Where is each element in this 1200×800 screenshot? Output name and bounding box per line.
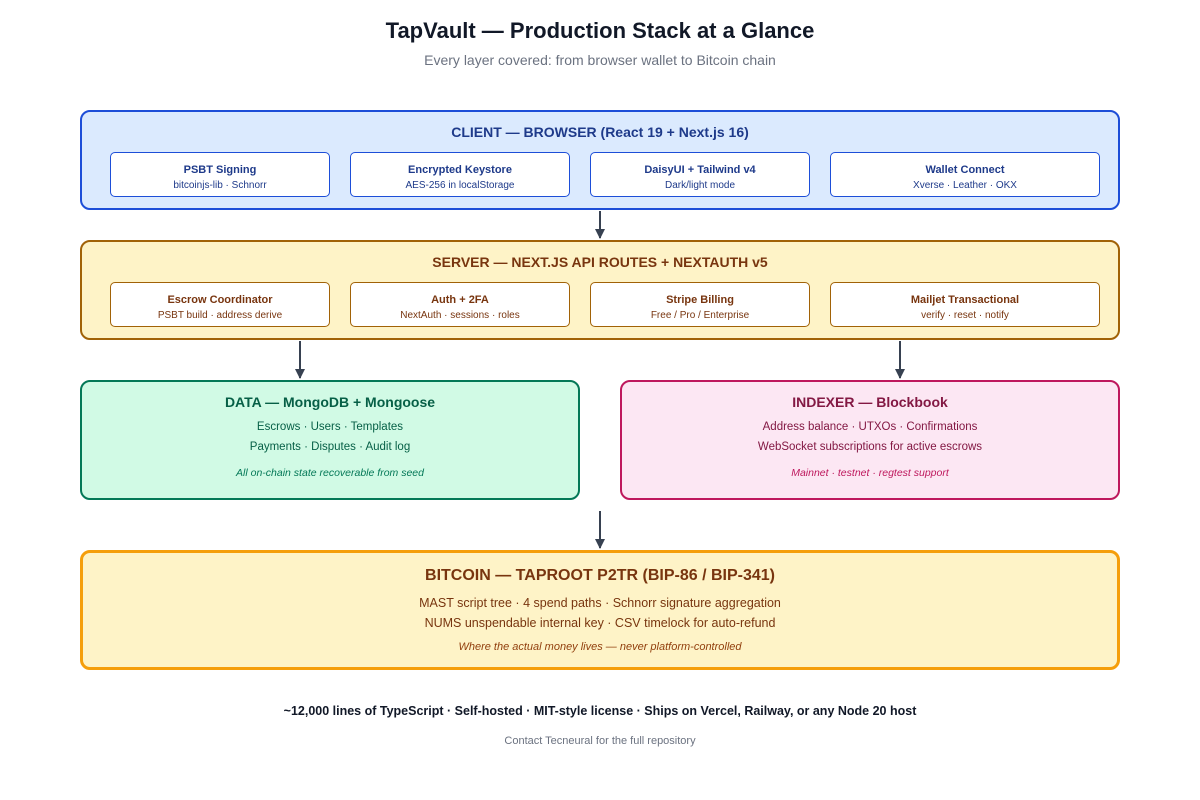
bitcoin-line: NUMS unspendable internal key · CSV time… bbox=[424, 616, 776, 630]
card-subtitle: verify · reset · notify bbox=[921, 310, 1009, 321]
card-subtitle: Xverse · Leather · OKX bbox=[913, 180, 1017, 191]
data-layer-panel: DATA — MongoDB + Mongoose Escrows · User… bbox=[80, 380, 580, 500]
card-title: Escrow Coordinator bbox=[167, 294, 273, 306]
server-card-mailjet: Mailjet Transactional verify · reset · n… bbox=[830, 282, 1100, 327]
card-subtitle: NextAuth · sessions · roles bbox=[400, 310, 520, 321]
page-subtitle: Every layer covered: from browser wallet… bbox=[424, 52, 776, 68]
server-card-escrow-coordinator: Escrow Coordinator PSBT build · address … bbox=[110, 282, 330, 327]
card-subtitle: AES-256 in localStorage bbox=[405, 180, 515, 191]
page-title: TapVault — Production Stack at a Glance bbox=[385, 18, 815, 43]
data-layer-title: DATA — MongoDB + Mongoose bbox=[224, 394, 436, 410]
client-card-encrypted-keystore: Encrypted Keystore AES-256 in localStora… bbox=[350, 152, 570, 197]
data-line: Escrows · Users · Templates bbox=[256, 421, 404, 433]
server-layer-title: SERVER — NEXT.JS API ROUTES + NEXTAUTH v… bbox=[432, 254, 768, 270]
card-subtitle: Dark/light mode bbox=[664, 180, 736, 191]
card-subtitle: Free / Pro / Enterprise bbox=[650, 310, 750, 321]
server-layer-panel: SERVER — NEXT.JS API ROUTES + NEXTAUTH v… bbox=[80, 240, 1120, 340]
card-title: Wallet Connect bbox=[925, 164, 1005, 176]
card-title: Mailjet Transactional bbox=[910, 294, 1020, 306]
client-card-wallet-connect: Wallet Connect Xverse · Leather · OKX bbox=[830, 152, 1100, 197]
card-title: DaisyUI + Tailwind v4 bbox=[644, 164, 756, 176]
bitcoin-note: Where the actual money lives — never pla… bbox=[458, 641, 742, 653]
card-title: Stripe Billing bbox=[666, 294, 734, 306]
bitcoin-layer-panel: BITCOIN — TAPROOT P2TR (BIP-86 / BIP-341… bbox=[80, 550, 1120, 670]
server-card-auth-2fa: Auth + 2FA NextAuth · sessions · roles bbox=[350, 282, 570, 327]
server-card-stripe-billing: Stripe Billing Free / Pro / Enterprise bbox=[590, 282, 810, 327]
indexer-layer-panel: INDEXER — Blockbook Address balance · UT… bbox=[620, 380, 1120, 500]
card-title: Encrypted Keystore bbox=[408, 164, 512, 176]
indexer-layer-title: INDEXER — Blockbook bbox=[792, 394, 948, 410]
card-title: Auth + 2FA bbox=[431, 294, 489, 306]
indexer-line: Address balance · UTXOs · Confirmations bbox=[762, 421, 978, 433]
footer-contact: Contact Tecneural for the full repositor… bbox=[504, 735, 696, 747]
footer-summary: ~12,000 lines of TypeScript · Self-hoste… bbox=[283, 704, 917, 718]
card-title: PSBT Signing bbox=[183, 164, 257, 176]
indexer-note: Mainnet · testnet · regtest support bbox=[791, 467, 949, 479]
data-note: All on-chain state recoverable from seed bbox=[236, 467, 424, 479]
client-layer-title: CLIENT — BROWSER (React 19 + Next.js 16) bbox=[451, 124, 749, 140]
client-card-daisyui-tailwind: DaisyUI + Tailwind v4 Dark/light mode bbox=[590, 152, 810, 197]
indexer-line: WebSocket subscriptions for active escro… bbox=[757, 441, 983, 453]
client-card-psbt-signing: PSBT Signing bitcoinjs-lib · Schnorr bbox=[110, 152, 330, 197]
card-subtitle: PSBT build · address derive bbox=[157, 310, 283, 321]
card-subtitle: bitcoinjs-lib · Schnorr bbox=[173, 180, 267, 191]
client-layer-panel: CLIENT — BROWSER (React 19 + Next.js 16)… bbox=[80, 110, 1120, 210]
bitcoin-layer-title: BITCOIN — TAPROOT P2TR (BIP-86 / BIP-341… bbox=[425, 567, 775, 584]
data-line: Payments · Disputes · Audit log bbox=[249, 441, 411, 453]
bitcoin-line: MAST script tree · 4 spend paths · Schno… bbox=[419, 596, 781, 610]
